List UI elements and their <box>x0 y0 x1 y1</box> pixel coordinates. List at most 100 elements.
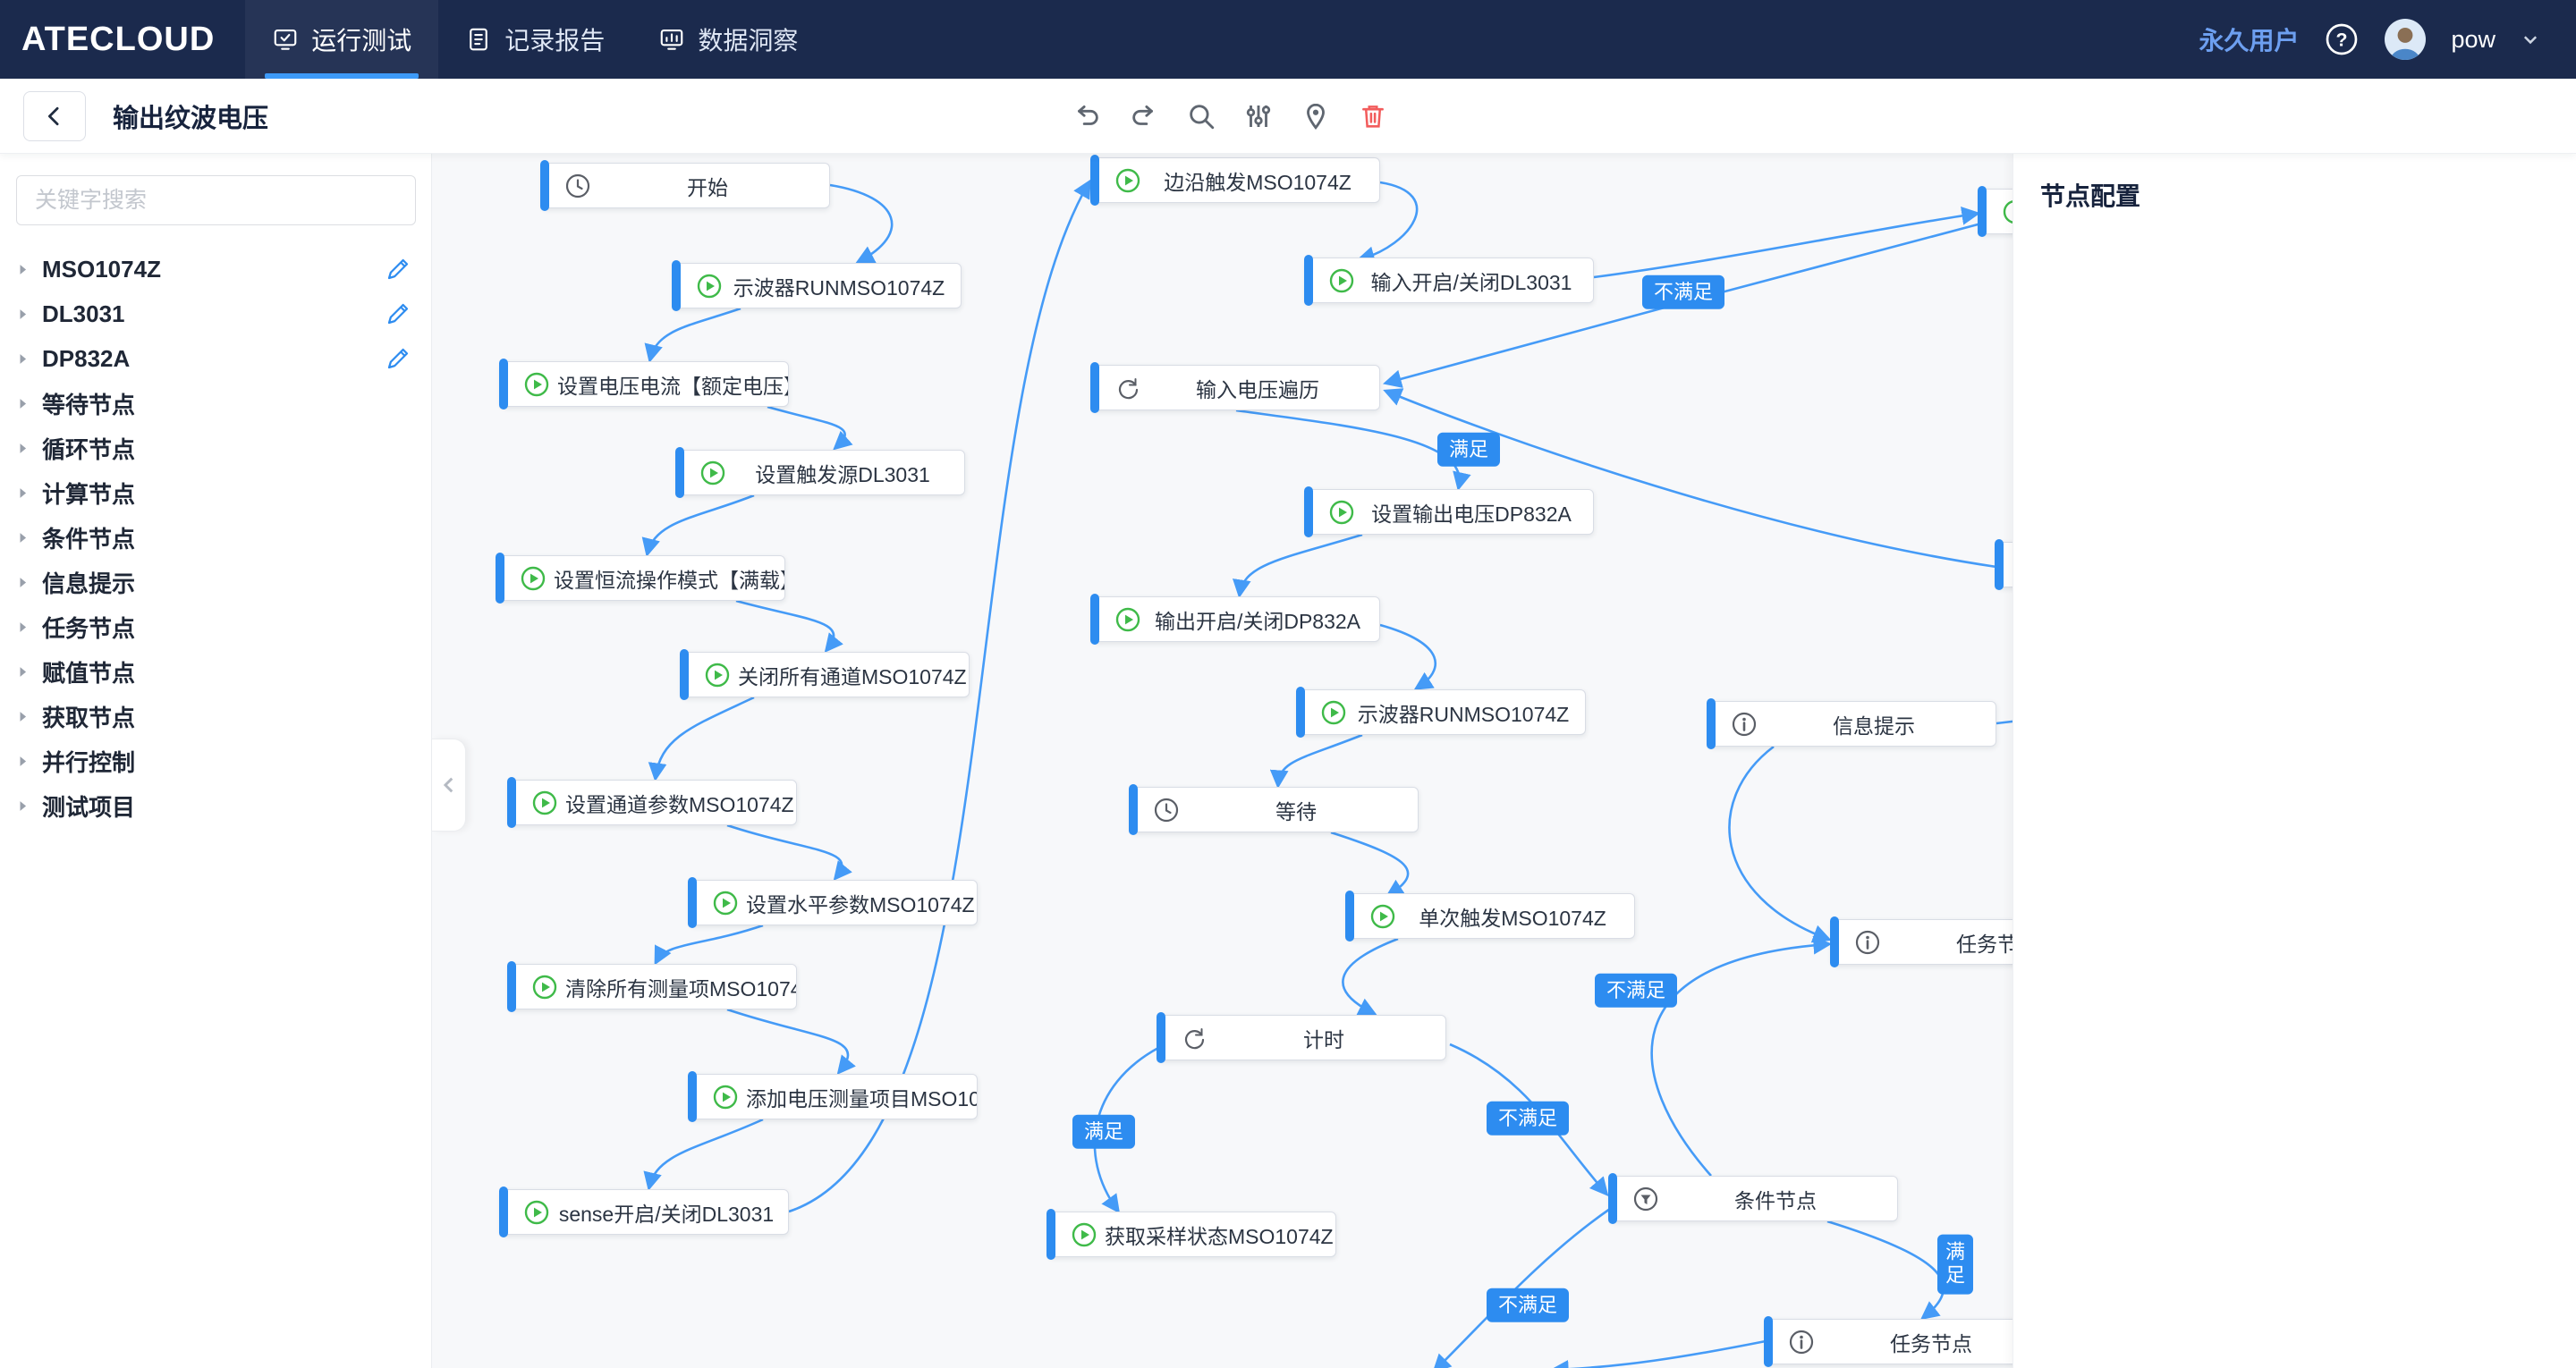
loop-icon <box>1181 1025 1208 1051</box>
flow-edge <box>1728 745 1832 943</box>
sidebar-collapse-button[interactable] <box>432 739 466 832</box>
flow-node[interactable]: 输入开启/关闭DL3031 <box>1304 255 1594 306</box>
caret-right-icon[interactable] <box>14 619 31 636</box>
zoom-search-button[interactable] <box>1186 101 1216 131</box>
flow-node[interactable]: 清除所有测量项MSO1074Z <box>507 961 797 1012</box>
sidebar-item-信息提示[interactable]: 信息提示 <box>0 560 431 604</box>
chevron-down-icon[interactable] <box>2521 30 2540 49</box>
sidebar-item-并行控制[interactable]: 并行控制 <box>0 739 431 783</box>
caret-right-icon[interactable] <box>14 440 31 457</box>
caret-right-icon[interactable] <box>14 663 31 680</box>
flow-node[interactable]: 设置通道参数MSO1074Z <box>507 777 797 828</box>
node-accent-tab <box>1296 687 1305 738</box>
task-icon <box>1788 1329 1815 1355</box>
flow-node[interactable]: 设置恒流操作模式【满载】D <box>496 553 785 604</box>
node-label: 示波器RUNMSO1074Z <box>733 275 945 300</box>
delete-button[interactable] <box>1358 101 1388 131</box>
sidebar-item-任务节点[interactable]: 任务节点 <box>0 604 431 649</box>
info-icon <box>1731 711 1758 738</box>
caret-right-icon[interactable] <box>14 395 31 412</box>
sidebar-item-获取节点[interactable]: 获取节点 <box>0 694 431 739</box>
edit-pencil-icon[interactable] <box>385 345 411 372</box>
flow-node[interactable]: 输出开启/关闭DP832A <box>1090 594 1380 645</box>
nav-item-label: 数据洞察 <box>698 27 799 55</box>
caret-right-icon[interactable] <box>14 485 31 502</box>
sidebar-item-label: DL3031 <box>42 300 125 327</box>
flow-node[interactable]: 添加电压测量项目MSO1074 <box>688 1071 978 1122</box>
undo-button[interactable] <box>1072 101 1102 131</box>
sidebar-item-MSO1074Z[interactable]: MSO1074Z <box>0 247 431 291</box>
back-button[interactable] <box>23 90 86 141</box>
sidebar-item-循环节点[interactable]: 循环节点 <box>0 426 431 470</box>
flow-edges <box>641 179 2146 1368</box>
flow-node[interactable]: 开始 <box>540 160 830 211</box>
flow-edge <box>1269 733 1363 790</box>
flow-node[interactable]: 获取采样状态MSO1074Z <box>1046 1209 1336 1260</box>
edge-label-badge: 满足 <box>1436 432 1501 468</box>
flow-node[interactable]: 输入电压遍历 <box>1090 362 1380 413</box>
flow-node[interactable]: 计时 <box>1157 1012 1446 1063</box>
sidebar-item-条件节点[interactable]: 条件节点 <box>0 515 431 560</box>
node-label: 等待 <box>1275 799 1317 823</box>
sidebar-item-DL3031[interactable]: DL3031 <box>0 291 431 336</box>
caret-right-icon[interactable] <box>14 350 31 367</box>
nav-item-run-test[interactable]: 运行测试 <box>245 0 439 79</box>
search-input[interactable] <box>16 175 416 225</box>
flow-node[interactable]: sense开启/关闭DL3031 <box>499 1186 789 1237</box>
sidebar-item-测试项目[interactable]: 测试项目 <box>0 783 431 828</box>
pin-button[interactable] <box>1301 101 1331 131</box>
flow-node[interactable]: 等待 <box>1129 784 1419 835</box>
sidebar-item-label: 循环节点 <box>42 435 136 463</box>
flow-node[interactable]: 关闭所有通道MSO1074Z <box>680 649 970 700</box>
flow-node[interactable]: 边沿触发MSO1074Z <box>1090 155 1380 206</box>
node-label: 任务节点 <box>1890 1331 1972 1355</box>
avatar[interactable] <box>2385 19 2427 60</box>
flow-node[interactable]: 设置触发源DL3031 <box>675 447 965 498</box>
svg-text:?: ? <box>2336 29 2348 50</box>
nav-item-report[interactable]: 记录报告 <box>438 0 631 79</box>
node-accent-tab <box>1090 594 1099 645</box>
caret-right-icon[interactable] <box>14 529 31 546</box>
caret-right-icon[interactable] <box>14 708 31 725</box>
user-type-label[interactable]: 永久用户 <box>2199 27 2300 55</box>
node-label: 设置电压电流【额定电压】D <box>557 374 788 398</box>
flow-node[interactable]: 设置输出电压DP832A <box>1304 486 1594 537</box>
edit-pencil-icon[interactable] <box>385 300 411 327</box>
flow-edge <box>1342 937 1399 1016</box>
flow-node[interactable]: 设置水平参数MSO1074Z <box>688 877 978 928</box>
flow-edge <box>735 599 843 654</box>
flow-node[interactable]: 示波器RUNMSO1074Z <box>1296 687 1586 738</box>
play-icon <box>523 1199 550 1226</box>
node-accent-tab <box>1345 891 1354 942</box>
node-accent-tab <box>1046 1209 1055 1260</box>
play-icon <box>704 662 731 688</box>
flow-node[interactable]: 条件节点 <box>1608 1173 1898 1224</box>
node-accent-tab <box>1090 362 1099 413</box>
flow-node[interactable]: 单次触发MSO1074Z <box>1345 891 1635 942</box>
flow-edge <box>1379 623 1437 690</box>
node-accent-tab <box>499 1186 508 1237</box>
caret-right-icon[interactable] <box>14 261 31 278</box>
flow-node[interactable]: 示波器RUNMSO1074Z <box>672 260 962 311</box>
app-logo[interactable]: ATECLOUD <box>21 20 216 58</box>
sidebar-item-赋值节点[interactable]: 赋值节点 <box>0 649 431 694</box>
help-icon[interactable]: ? <box>2324 21 2360 57</box>
username-label[interactable]: pow <box>2451 25 2496 53</box>
caret-right-icon[interactable] <box>14 798 31 815</box>
sidebar-item-DP832A[interactable]: DP832A <box>0 336 431 381</box>
caret-right-icon[interactable] <box>14 306 31 323</box>
flow-node[interactable]: 任务节点 <box>1764 1316 2054 1367</box>
sidebar-item-等待节点[interactable]: 等待节点 <box>0 381 431 426</box>
caret-right-icon[interactable] <box>14 753 31 770</box>
flow-node[interactable]: 设置电压电流【额定电压】D <box>499 359 789 410</box>
adjust-button[interactable] <box>1243 101 1274 131</box>
redo-button[interactable] <box>1129 101 1159 131</box>
nav-item-insight[interactable]: 数据洞察 <box>631 0 825 79</box>
edge-label-badge: 不满足 <box>1641 274 1725 310</box>
flow-node[interactable]: 信息提示 <box>1707 698 1996 749</box>
sidebar-item-计算节点[interactable]: 计算节点 <box>0 470 431 515</box>
caret-right-icon[interactable] <box>14 574 31 591</box>
node-label: 输出开启/关闭DP832A <box>1154 609 1361 633</box>
edit-pencil-icon[interactable] <box>385 256 411 283</box>
flow-edge <box>1355 181 1419 265</box>
